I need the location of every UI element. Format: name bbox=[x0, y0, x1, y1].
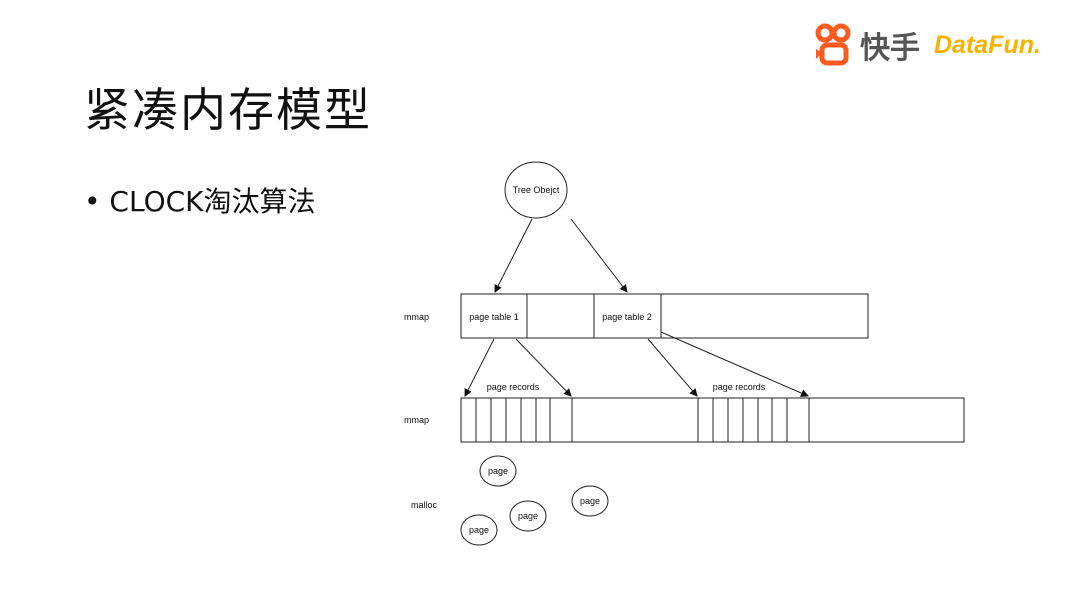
row-label-mmap-1: mmap bbox=[404, 312, 429, 322]
page-label: page bbox=[518, 511, 538, 521]
page-table-2-label: page table 2 bbox=[602, 312, 652, 322]
row-label-mmap-2: mmap bbox=[404, 415, 429, 425]
page-node bbox=[460, 514, 498, 546]
page-table-1-label: page table 1 bbox=[469, 312, 519, 322]
kuaishou-logo-icon bbox=[815, 23, 851, 66]
bullet-item: • CLOCK淘汰算法 bbox=[84, 185, 316, 218]
row-label-malloc: malloc bbox=[411, 500, 438, 510]
tree-object-label: Tree Obejct bbox=[513, 185, 560, 195]
page-node bbox=[509, 500, 547, 532]
mmap-page-table-bar bbox=[460, 293, 869, 339]
tree-object-node bbox=[504, 161, 568, 219]
datafun-logo: DataFun. bbox=[934, 30, 1041, 59]
page-records-label: page records bbox=[713, 382, 766, 392]
page-label: page bbox=[469, 525, 489, 535]
page-label: page bbox=[580, 496, 600, 506]
page-node bbox=[571, 485, 609, 517]
page-label: page bbox=[488, 466, 508, 476]
arrows bbox=[464, 218, 809, 397]
bullet-text: CLOCK淘汰算法 bbox=[109, 185, 316, 218]
slide-title: 紧凑内存模型 bbox=[84, 83, 372, 137]
logo: 快手 DataFun. bbox=[814, 22, 1041, 68]
page-node bbox=[479, 455, 517, 487]
page-records-label: page records bbox=[487, 382, 540, 392]
kuaishou-logo-text: 快手 bbox=[860, 31, 920, 66]
